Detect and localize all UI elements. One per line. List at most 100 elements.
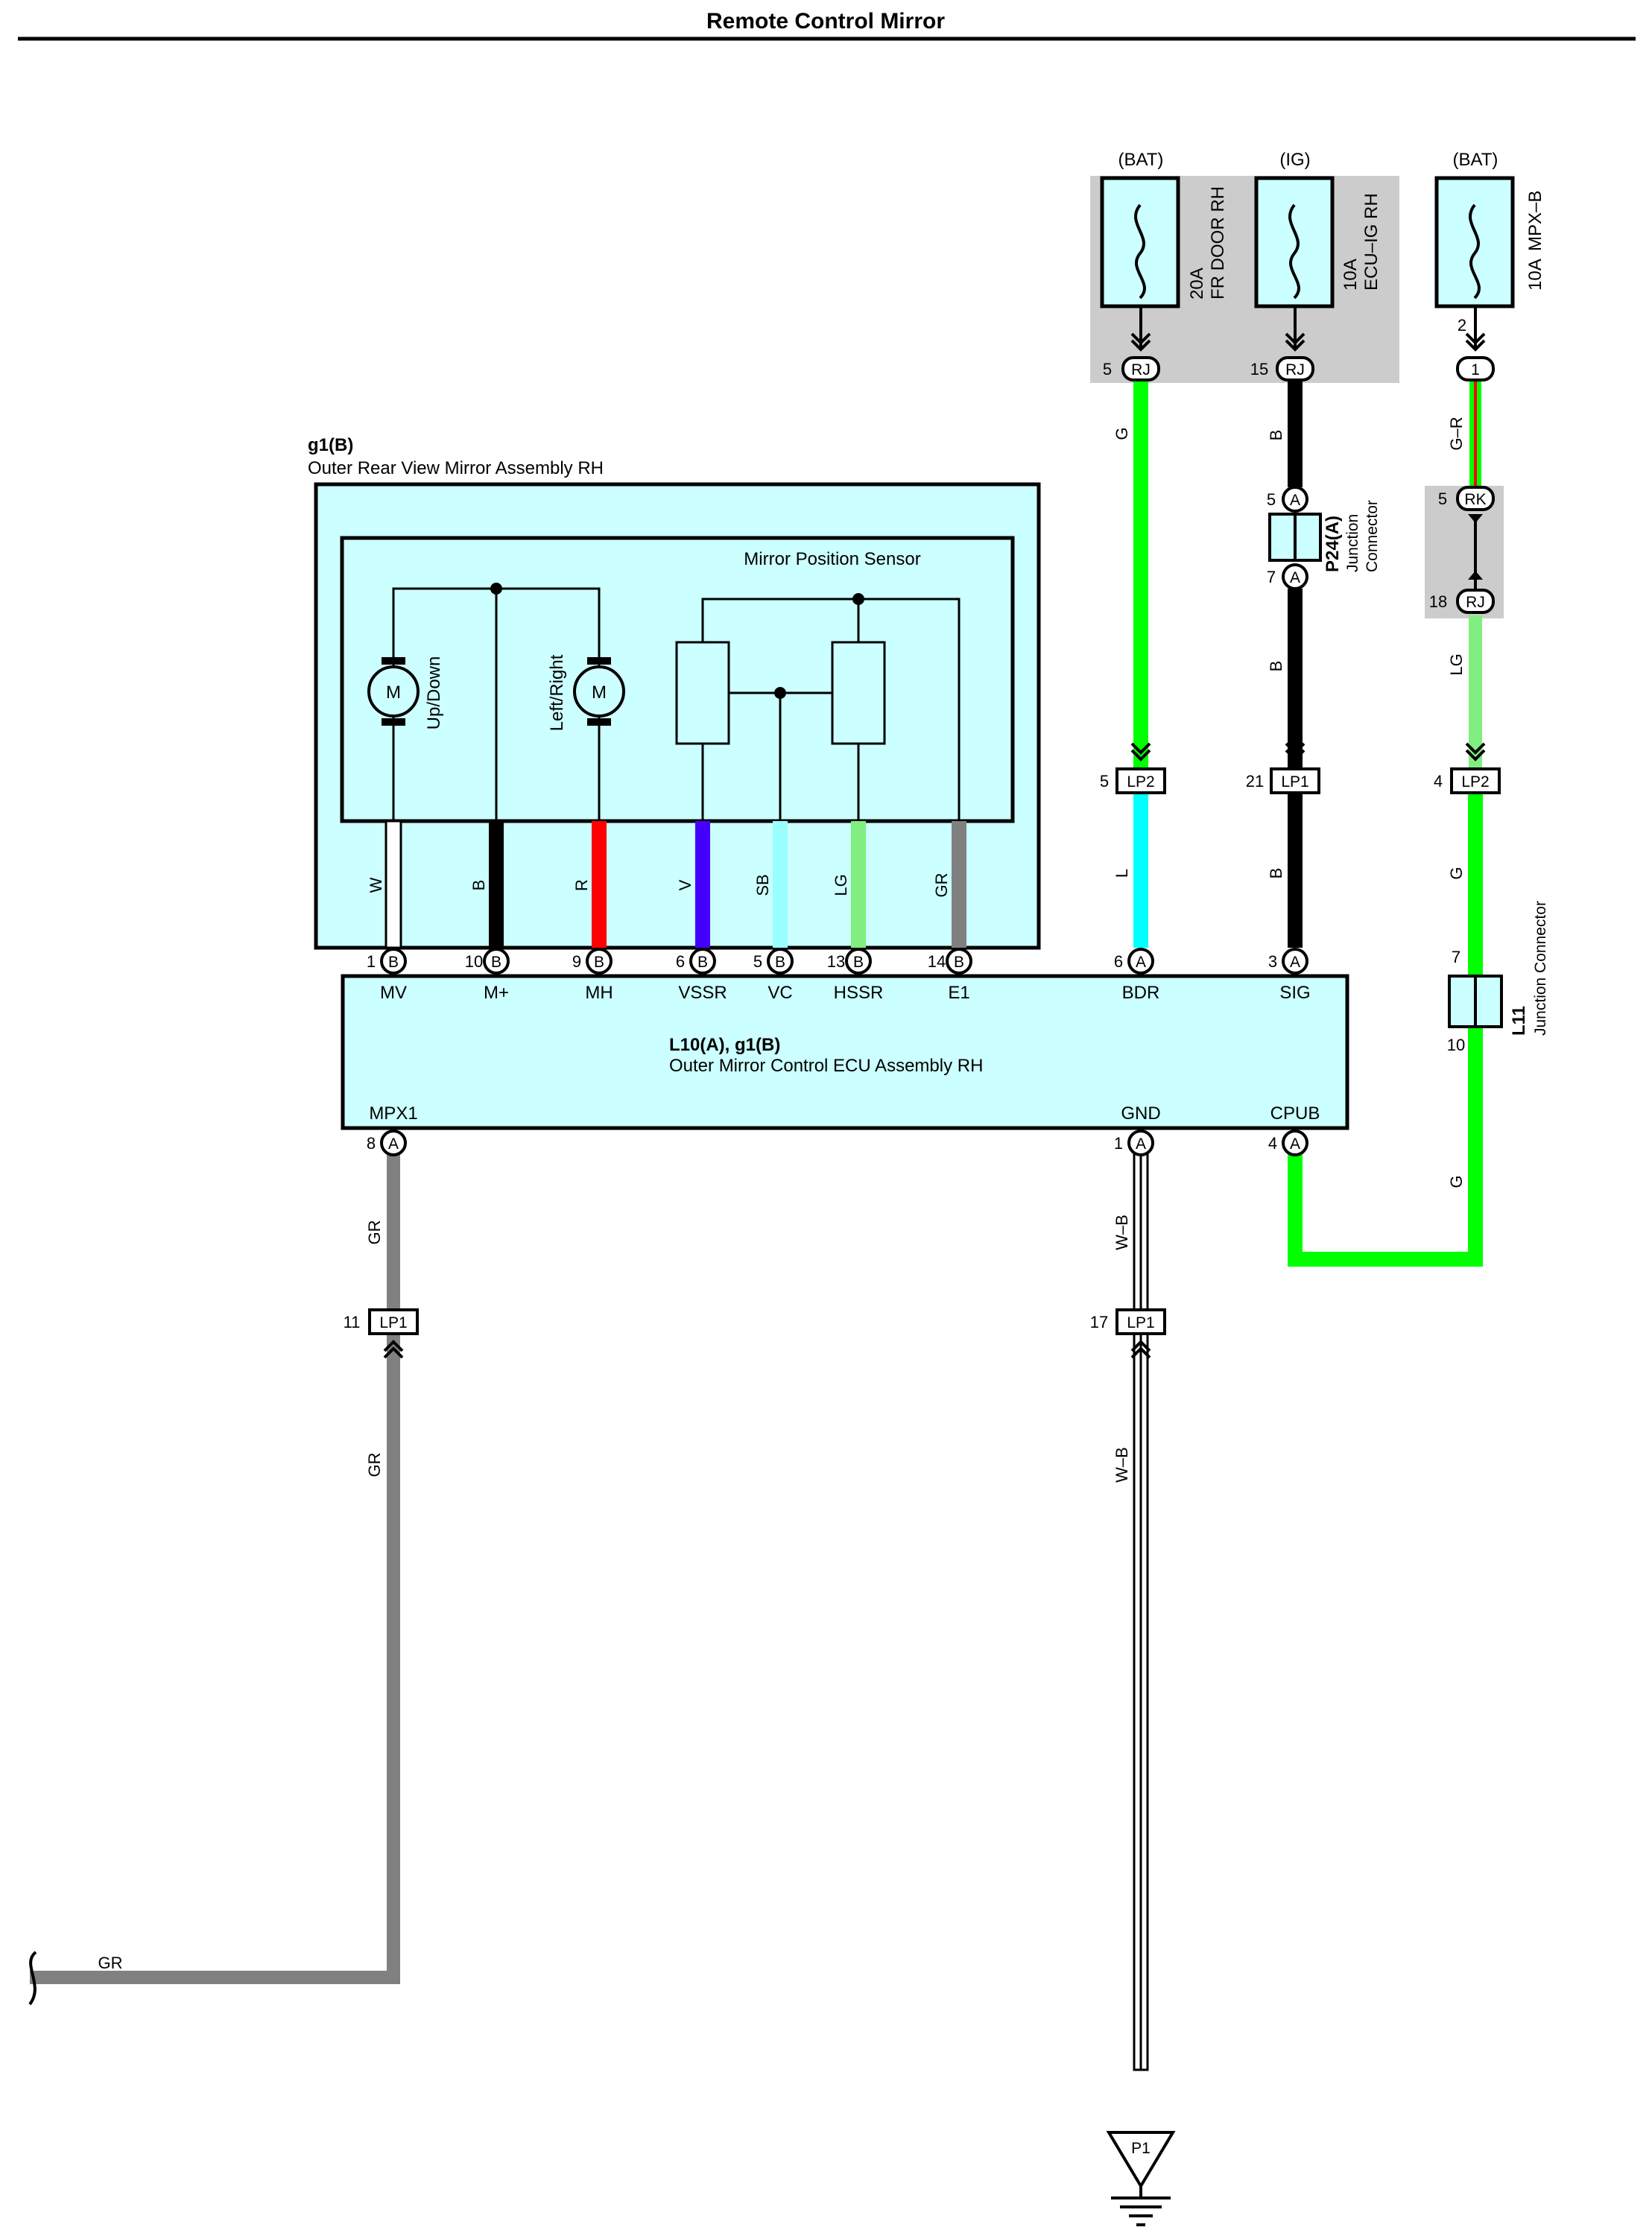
p24-pin-in-conn: A	[1290, 492, 1300, 509]
ecu-pin-signal: HSSR	[834, 983, 884, 1003]
mirror-assembly-code: g1(B)	[308, 435, 353, 455]
ecu-code: L10(A), g1(B)	[669, 1035, 780, 1055]
wire-label-mpxb-middle: LG	[1447, 653, 1466, 675]
connector-rj-code: RJ	[1466, 594, 1485, 611]
p24-pin-in	[1282, 486, 1308, 513]
connector-rk-pin: 5	[1438, 490, 1447, 508]
connector-lp1-gnd	[1115, 1308, 1166, 1359]
motor-leftright-label: Left/Right	[547, 654, 567, 731]
ecu-pin-number: 6	[1114, 952, 1123, 971]
wire-label-e1: GR	[932, 873, 951, 898]
junction-dot-top	[490, 583, 502, 595]
wire-label-vssr: V	[676, 879, 694, 890]
connector-lp2-bdr-code: LP2	[1127, 773, 1154, 791]
wire-gnd	[1133, 1152, 1149, 2071]
ecu-pin-conn: A	[1136, 954, 1146, 971]
junction-p24-label2: Connector	[1364, 500, 1381, 572]
mirror-wire-sb	[773, 821, 788, 948]
ecu-pin-circle	[1127, 948, 1154, 975]
junction-p24-label1: Junction	[1344, 514, 1361, 572]
fuse-mpx-b	[1434, 176, 1515, 308]
fuse-rating-2: 10A	[1341, 259, 1361, 291]
fuse-out-3	[1456, 332, 1495, 381]
connector-rj-pin: 18	[1429, 592, 1447, 611]
sensor-label: Mirror Position Sensor	[744, 549, 920, 569]
ground-p1-triangle	[1106, 2131, 1176, 2189]
ecu-pin-conn: A	[388, 1135, 399, 1153]
ecu-pin-number: 4	[1268, 1134, 1277, 1153]
wire-label-mpx1-lower: GR	[365, 1453, 384, 1477]
wire-mpx1-gray	[30, 1153, 400, 1984]
fuse-source-3: (BAT)	[1453, 150, 1498, 170]
ecu-pin-number: 3	[1268, 952, 1277, 971]
mirror-wire-w	[384, 820, 402, 949]
ecu-pin-conn: A	[1290, 1135, 1300, 1153]
ecu-name: Outer Mirror Control ECU Assembly RH	[669, 1056, 983, 1076]
ecu-pin-signal: SIG	[1279, 983, 1310, 1003]
wire-label-gnd-lower: W–B	[1113, 1447, 1131, 1483]
wire-label-mpxb-upper: G–R	[1447, 416, 1466, 450]
ecu-pin-number: 8	[367, 1134, 376, 1153]
fuse-source-2: (IG)	[1279, 150, 1310, 170]
ecu-pin-circle	[1282, 948, 1308, 975]
ecu-pin-signal: E1	[948, 983, 969, 1003]
p24-pin-out	[1282, 563, 1308, 590]
motor-updown	[367, 657, 420, 726]
ecu-pin-signal: VC	[768, 983, 792, 1003]
connector-lp2-bdr	[1115, 742, 1166, 794]
fuse-rating-3: 10A	[1525, 259, 1545, 291]
ecu-pin-signal: MH	[585, 983, 613, 1003]
wire-label-sig-lower: B	[1267, 868, 1285, 879]
fuse-rating-1: 20A	[1187, 267, 1207, 300]
junction-l11-pin-out: 10	[1447, 1036, 1465, 1054]
sensor-schematic	[392, 587, 960, 821]
ecu-pin-conn: B	[775, 954, 785, 971]
motor-leftright	[573, 657, 625, 726]
junction-l11-label: Junction Connector	[1532, 901, 1549, 1036]
ecu-pin-conn: B	[594, 954, 604, 971]
connector-lp2-mpxb-code: LP2	[1461, 773, 1489, 791]
fuse-fr-door	[1100, 176, 1180, 308]
ecu-pin-signal: GND	[1121, 1103, 1160, 1124]
wire-label-sig-upper: B	[1267, 430, 1285, 441]
ecu-pin-circle	[689, 948, 716, 975]
ecu-pin-circle	[586, 948, 613, 975]
diagram-title: Remote Control Mirror	[706, 9, 945, 34]
connector-rk	[1456, 486, 1495, 523]
wire-label-cpub: G	[1447, 1175, 1466, 1188]
fuse-out-1-conn: RJ	[1131, 361, 1151, 378]
fuse-out-3-conn: 1	[1471, 361, 1480, 378]
ecu-pin-circle	[767, 948, 794, 975]
connector-lp1-mpx1	[368, 1308, 419, 1359]
junction-p24-code: P24(A)	[1323, 516, 1343, 572]
junction-l11-pin-in: 7	[1452, 948, 1460, 966]
ecu-pin-number: 9	[572, 952, 581, 971]
ecu-pin-conn: A	[1136, 1135, 1146, 1153]
fuse-name-3: MPX–B	[1525, 191, 1545, 251]
wire-label-mplus: B	[469, 880, 488, 891]
ecu-pin-signal: MV	[380, 983, 407, 1003]
connector-lp1-sig-code: LP1	[1281, 773, 1308, 791]
motor-updown-symbol: M	[386, 682, 401, 703]
ecu-pin-conn: B	[697, 954, 708, 971]
fuse-out-1	[1121, 332, 1160, 381]
mirror-wire-gr	[952, 821, 966, 948]
junction-l11-code: L11	[1509, 1006, 1529, 1036]
connector-rk-code: RK	[1464, 491, 1486, 508]
connector-lp2-bdr-pin: 5	[1100, 772, 1109, 791]
ecu-pin-circle	[483, 948, 510, 975]
wire-label-gnd-upper: W–B	[1113, 1214, 1131, 1250]
mirror-wire-b	[489, 821, 504, 948]
fuse-out-1-pin: 5	[1103, 360, 1112, 378]
connector-lp1-mpx1-code: LP1	[379, 1314, 407, 1331]
wire-label-hssr: LG	[832, 874, 850, 896]
ecu-pin-circle	[380, 1130, 407, 1156]
mirror-wire-v	[695, 821, 710, 948]
wire-break-mark	[28, 1951, 37, 2006]
wire-label-mh: R	[572, 879, 591, 891]
wire-label-mpx1-bottom: GR	[98, 1954, 123, 1972]
ecu-pin-signal: VSSR	[678, 983, 727, 1003]
ecu-pin-number: 1	[1114, 1134, 1123, 1153]
connector-lp1-gnd-code: LP1	[1127, 1314, 1154, 1331]
